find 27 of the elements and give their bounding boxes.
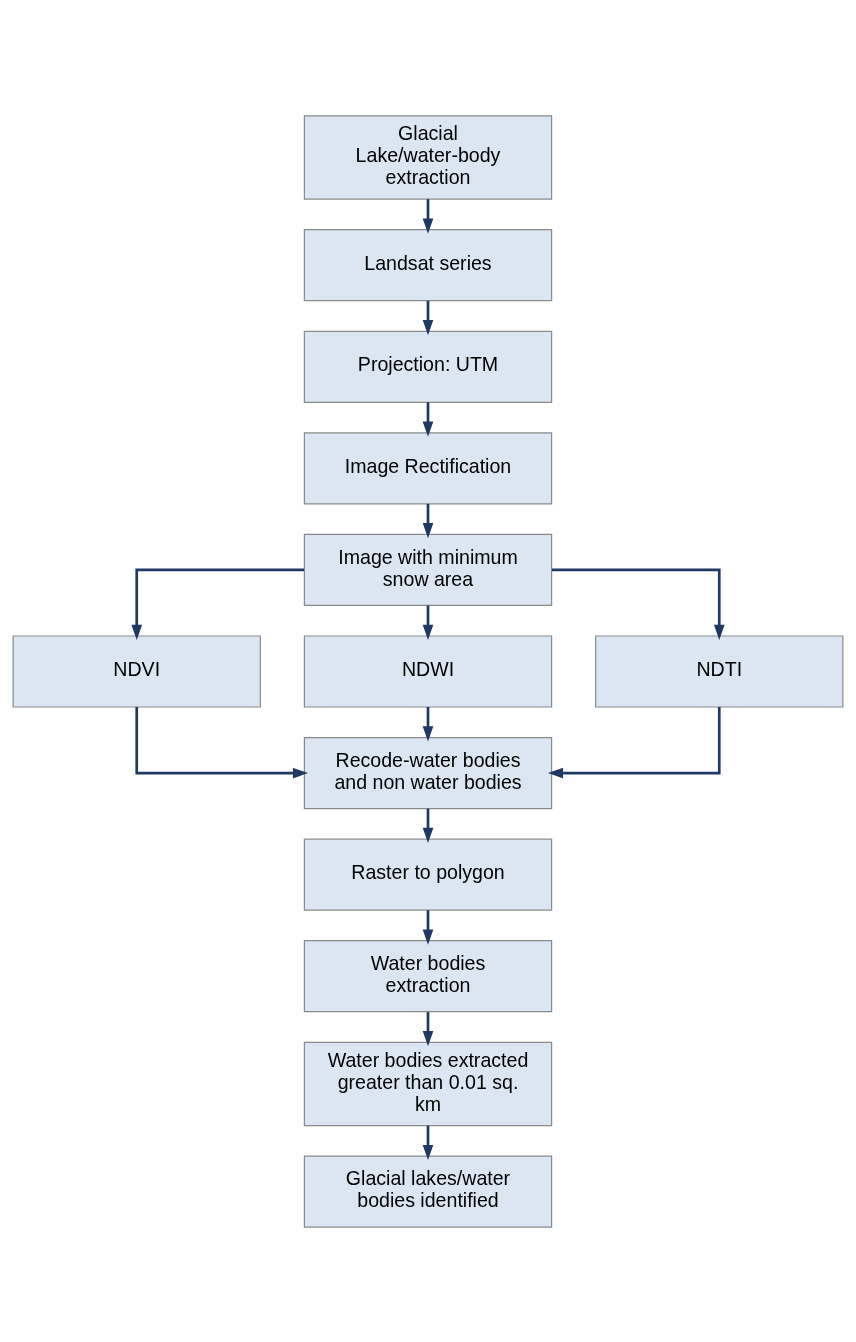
node-box: Landsat series [303, 228, 553, 301]
arrow [551, 568, 725, 640]
node-box: Glacial Lake/water-body extraction [303, 114, 553, 200]
arrow [422, 503, 434, 538]
arrow [422, 604, 434, 640]
arrow [422, 706, 434, 741]
node-box: NDTI [595, 634, 844, 708]
arrow [422, 1011, 434, 1046]
node-box: NDVI [12, 634, 261, 708]
arrow [422, 808, 434, 843]
arrow [422, 300, 434, 335]
arrow [422, 401, 434, 437]
node-box: Water bodies extraction [303, 939, 553, 1012]
arrow [422, 909, 434, 945]
node-box: Raster to polygon [303, 838, 553, 911]
node-box: Projection: UTM [303, 330, 553, 403]
node-box: Water bodies extracted greater than 0.01 sq. km [303, 1041, 553, 1126]
node-box: Recode-water bodies and non water bodies [303, 736, 553, 809]
arrow [135, 706, 309, 778]
node-box: Image Rectification [303, 431, 553, 504]
arrow [547, 706, 721, 778]
node-box: Image with minimum snow area [303, 533, 553, 606]
arrow [131, 568, 305, 640]
arrow [422, 1125, 434, 1160]
node-box: NDWI [303, 634, 553, 708]
arrow [422, 198, 434, 234]
node-box: Glacial lakes/water bodies identified [303, 1155, 553, 1228]
